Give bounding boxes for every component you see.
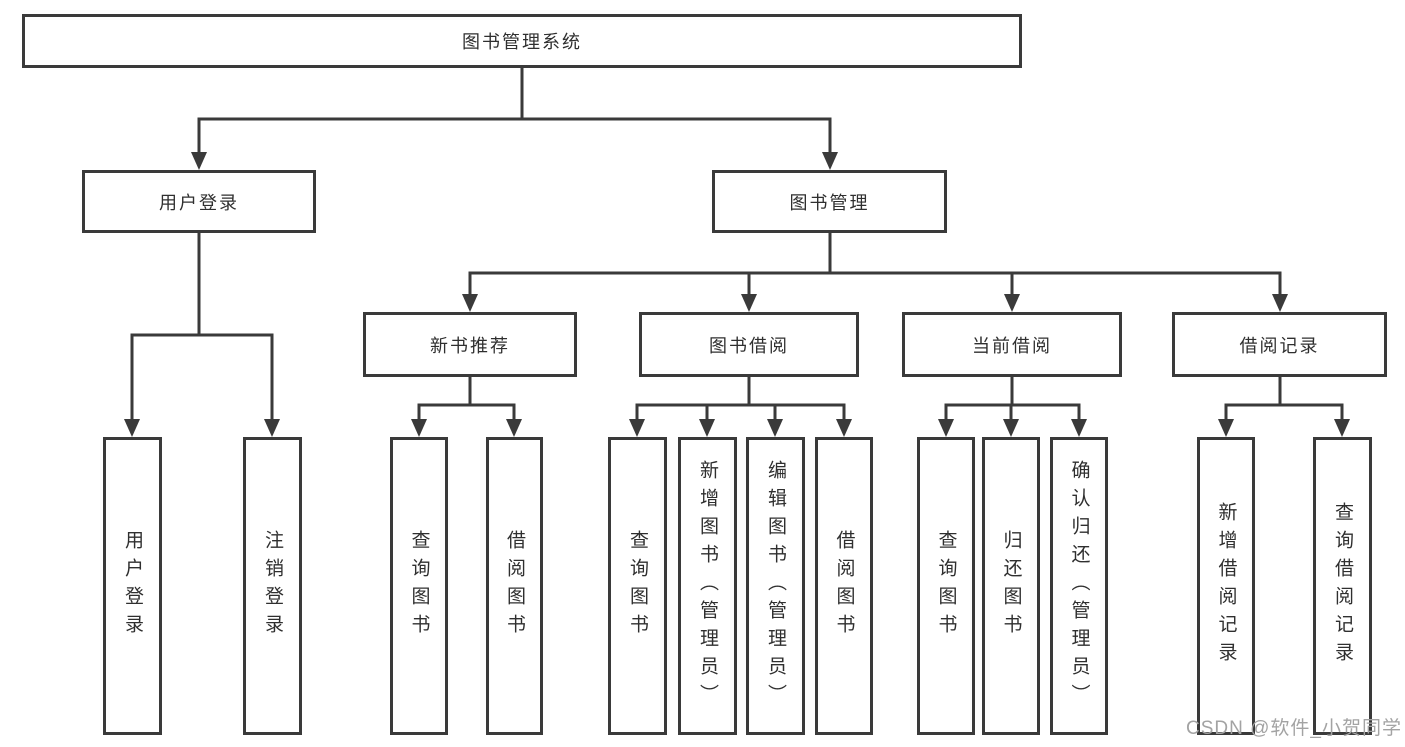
leaf-logout-label: 注销登录 (262, 530, 283, 642)
node-root: 图书管理系统 (22, 14, 1022, 68)
node-book-borrowing-label: 图书借阅 (709, 335, 789, 356)
node-new-book-recommend: 新书推荐 (363, 312, 577, 377)
node-book-management: 图书管理 (712, 170, 947, 233)
leaf-user-login-label: 用户登录 (122, 530, 143, 642)
leaf-borrowing-borrow-books: 借阅图书 (815, 437, 873, 735)
leaf-current-confirm-return-admin-label: 确认归还（管理员） (1068, 460, 1090, 712)
arrowheads (124, 152, 1350, 437)
node-new-book-recommend-label: 新书推荐 (430, 335, 510, 356)
leaf-borrowing-borrow-books-label: 借阅图书 (833, 530, 855, 642)
node-current-borrowing: 当前借阅 (902, 312, 1122, 377)
leaf-records-add-record-label: 新增借阅记录 (1215, 502, 1237, 670)
leaf-current-query-books: 查询图书 (917, 437, 975, 735)
leaf-borrowing-add-books-admin-label: 新增图书（管理员） (697, 460, 718, 712)
leaf-recommend-borrow-books: 借阅图书 (486, 437, 543, 735)
leaf-recommend-query-books: 查询图书 (390, 437, 448, 735)
leaf-borrowing-edit-books-admin: 编辑图书（管理员） (746, 437, 805, 735)
node-current-borrowing-label: 当前借阅 (972, 335, 1052, 356)
leaf-borrowing-add-books-admin: 新增图书（管理员） (678, 437, 737, 735)
leaf-current-query-books-label: 查询图书 (935, 530, 957, 642)
leaf-current-return-books-label: 归还图书 (1000, 530, 1022, 642)
leaf-records-query-record: 查询借阅记录 (1313, 437, 1372, 735)
leaf-recommend-query-books-label: 查询图书 (408, 530, 430, 642)
node-user-login: 用户登录 (82, 170, 316, 233)
leaf-borrowing-query-books: 查询图书 (608, 437, 667, 735)
node-book-management-label: 图书管理 (789, 192, 870, 213)
leaf-records-add-record: 新增借阅记录 (1197, 437, 1255, 735)
node-root-label: 图书管理系统 (462, 32, 582, 52)
node-book-borrowing: 图书借阅 (639, 312, 859, 377)
leaf-records-query-record-label: 查询借阅记录 (1332, 502, 1353, 670)
leaf-logout: 注销登录 (243, 437, 302, 735)
node-user-login-label: 用户登录 (159, 192, 239, 213)
leaf-user-login: 用户登录 (103, 437, 162, 735)
leaf-current-return-books: 归还图书 (982, 437, 1040, 735)
leaf-current-confirm-return-admin: 确认归还（管理员） (1050, 437, 1108, 735)
connector-branches (130, 68, 1344, 421)
leaf-recommend-borrow-books-label: 借阅图书 (504, 530, 525, 642)
leaf-borrowing-edit-books-admin-label: 编辑图书（管理员） (765, 460, 786, 712)
node-borrowing-records-label: 借阅记录 (1239, 335, 1320, 356)
node-borrowing-records: 借阅记录 (1172, 312, 1387, 377)
leaf-borrowing-query-books-label: 查询图书 (627, 530, 648, 642)
csdn-watermark: CSDN @软件_小贺同学 (1186, 718, 1402, 739)
